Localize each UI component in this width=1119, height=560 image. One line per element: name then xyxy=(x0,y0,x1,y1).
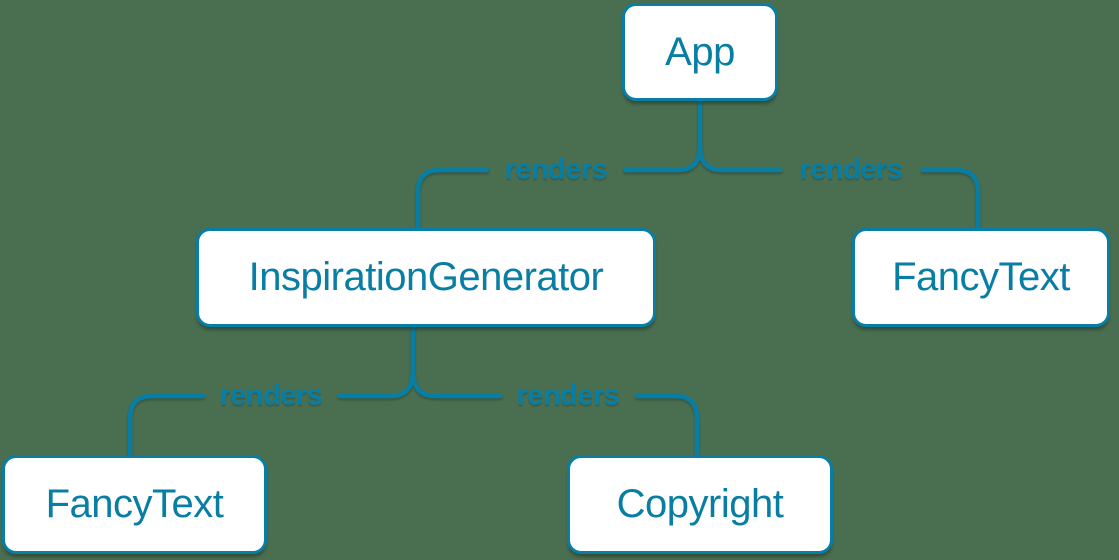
node-inspiration-generator: InspirationGenerator xyxy=(196,228,656,327)
node-copyright: Copyright xyxy=(567,455,833,554)
node-copyright-label: Copyright xyxy=(616,482,784,526)
edge-label-renders: renders xyxy=(504,153,608,186)
edge-label-renders: renders xyxy=(516,379,620,412)
edge-label-renders: renders xyxy=(219,379,323,412)
node-app-label: App xyxy=(665,29,735,74)
edge-label-renders: renders xyxy=(799,153,903,186)
node-fancy-text-bottom-left: FancyText xyxy=(2,455,267,554)
node-fancy-text-bottom-left-label: FancyText xyxy=(45,482,224,526)
node-fancy-text-top-right: FancyText xyxy=(852,228,1110,327)
node-fancy-text-top-right-label: FancyText xyxy=(892,255,1070,299)
node-inspiration-generator-label: InspirationGenerator xyxy=(248,255,604,299)
node-app: App xyxy=(622,3,778,101)
